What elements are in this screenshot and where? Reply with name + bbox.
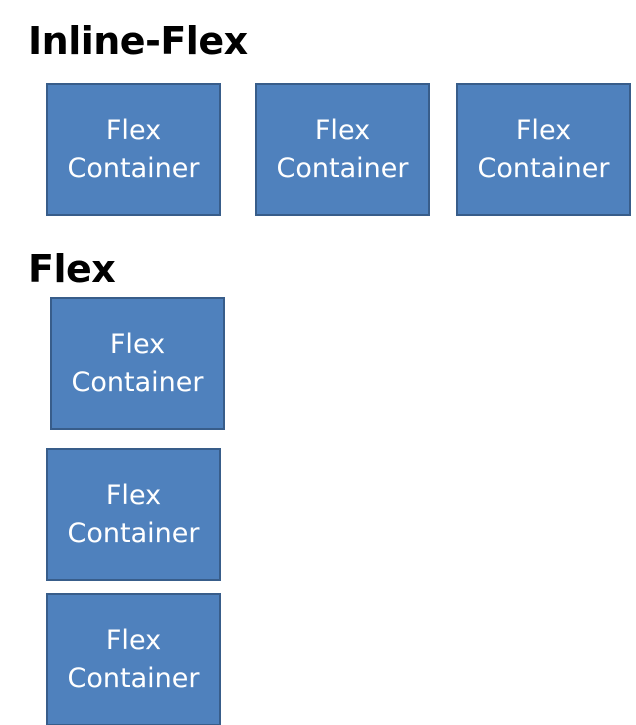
box-label-line1: Flex (314, 114, 371, 146)
box-label-line2: Container (67, 662, 200, 694)
box-label-line2: Container (71, 366, 204, 398)
flex-heading: Flex (28, 247, 116, 291)
box-label-line1: Flex (515, 114, 572, 146)
box-label-line1: Flex (105, 479, 162, 511)
box-label-line1: Flex (109, 328, 166, 360)
box-label-line2: Container (276, 152, 409, 184)
inline-flex-container-box: Flex Container (255, 83, 430, 216)
box-label-line1: Flex (105, 114, 162, 146)
flex-container-box: Flex Container (50, 297, 225, 430)
inline-flex-container-box: Flex Container (46, 83, 221, 216)
flex-container-box: Flex Container (46, 448, 221, 581)
box-label-line2: Container (67, 517, 200, 549)
inline-flex-heading: Inline-Flex (28, 19, 248, 63)
box-label-line1: Flex (105, 624, 162, 656)
inline-flex-container-box: Flex Container (456, 83, 631, 216)
box-label-line2: Container (477, 152, 610, 184)
flex-container-box: Flex Container (46, 593, 221, 725)
box-label-line2: Container (67, 152, 200, 184)
